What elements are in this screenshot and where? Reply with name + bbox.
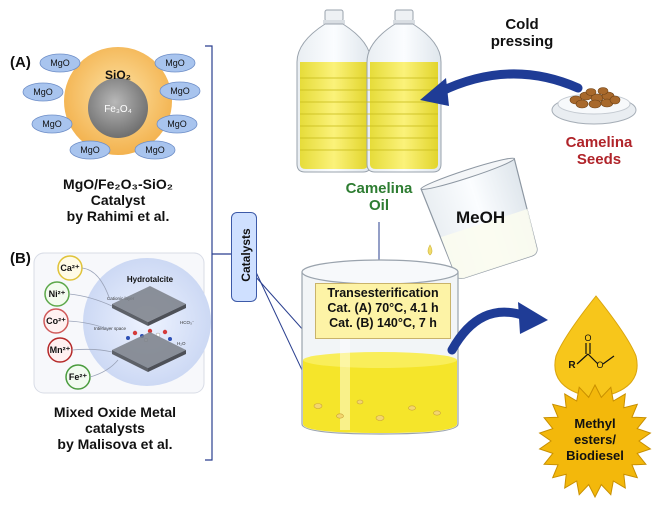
- cold-pressing-line-2: pressing: [490, 33, 554, 51]
- hydrotalcite-title: Hydrotalcite: [127, 275, 174, 284]
- panel-a-caption: MgO/Fe₂O₃-SiO₂ Catalyst by Rahimi et al.: [20, 176, 216, 224]
- mgo-particles: MgO MgO MgO MgO MgO MgO MgO MgO: [22, 53, 201, 160]
- cationic-layer-bottom: [112, 332, 186, 372]
- ion-fe: Fe²⁺: [65, 364, 91, 390]
- product-arrow-head: [518, 302, 548, 334]
- product-droplet-icon: R O O: [554, 295, 638, 399]
- svg-text:Ca²⁺: Ca²⁺: [60, 263, 80, 273]
- interlayer-label: Interlayer space: [94, 326, 127, 331]
- product-arrow: [447, 307, 530, 355]
- svg-text:Co²⁺: Co²⁺: [46, 316, 66, 326]
- svg-text:MgO: MgO: [165, 58, 185, 68]
- svg-text:MgO: MgO: [42, 119, 62, 129]
- panel-b-caption-line-3: by Malisova et al.: [57, 436, 173, 453]
- panel-b-caption-line-2: catalysts: [85, 420, 145, 437]
- svg-text:MgO: MgO: [33, 87, 53, 97]
- panel-b-label: (B): [10, 250, 31, 267]
- ion-ca: Ca²⁺: [57, 255, 83, 281]
- oil-bottle-icon: [296, 9, 442, 173]
- product-line-2: esters/: [574, 432, 616, 447]
- reaction-conditions-box: Transesterification Cat. (A) 70°C, 4.1 h…: [315, 283, 451, 339]
- panel-b-caption-line-1: Mixed Oxide Metal: [53, 404, 177, 420]
- anion-label: HCO₃⁻: [180, 320, 195, 325]
- hydrotalcite-illustration: Hydrotalcite Cationic layer Interlayer s…: [33, 252, 211, 394]
- water-label: H₂O: [177, 341, 186, 346]
- core-label: Fe₃O₄: [104, 104, 132, 115]
- beaker-icon: [420, 157, 538, 280]
- panel-a-label: (A): [10, 54, 31, 71]
- oil-line-1: Camelina: [345, 180, 413, 197]
- svg-text:Fe²⁺: Fe²⁺: [69, 372, 88, 382]
- ion-ni: Ni²⁺: [44, 281, 70, 307]
- mgo-particle: MgO: [159, 81, 201, 101]
- atom-o-side: O: [596, 360, 603, 370]
- cationic-layer-label: Cationic layer: [107, 296, 135, 301]
- atom-o-top: O: [584, 333, 591, 343]
- oil-line-2: Oil: [368, 197, 389, 215]
- seeds-line-2: Seeds: [576, 151, 622, 169]
- pressing-arrow-head: [420, 78, 449, 106]
- svg-text:MgO: MgO: [145, 145, 165, 155]
- svg-text:MgO: MgO: [167, 119, 187, 129]
- reaction-title: Transesterification: [327, 286, 439, 300]
- methanol-label: MeOH: [456, 208, 506, 227]
- atom-r: R: [568, 360, 576, 371]
- panel-a-caption-line-2: Catalyst: [90, 192, 146, 209]
- cold-pressing-label: Cold pressing: [474, 16, 570, 51]
- shell-label: SiO₂: [105, 68, 131, 82]
- catalysts-label: Catalysts: [239, 228, 253, 282]
- reaction-condition-b: Cat. (B) 140°C, 7 h: [329, 316, 437, 330]
- ion-co: Co²⁺: [43, 308, 69, 334]
- catalyst-bracket: [205, 45, 213, 461]
- svg-text:MgO: MgO: [170, 86, 190, 96]
- mgo-particle: MgO: [154, 53, 196, 73]
- oil-label: Camelina Oil: [330, 180, 428, 215]
- seeds-label: Camelina Seeds: [551, 134, 647, 169]
- mgo-particle: MgO: [156, 114, 198, 134]
- seed-dish-icon: [551, 87, 637, 125]
- pressing-arrow: [435, 69, 583, 97]
- cold-pressing-line-1: Cold: [505, 16, 539, 33]
- svg-text:Ni²⁺: Ni²⁺: [49, 289, 66, 299]
- product-line-3: Biodiesel: [566, 448, 624, 463]
- mgo-particle: MgO: [39, 53, 81, 73]
- catalysts-box: Catalysts: [231, 212, 257, 302]
- svg-text:MgO: MgO: [80, 145, 100, 155]
- svg-text:MgO: MgO: [50, 58, 70, 68]
- seeds-line-1: Camelina: [565, 134, 633, 151]
- mgo-particle: MgO: [69, 140, 111, 160]
- mgo-particle: MgO: [22, 82, 64, 102]
- mgo-particle: MgO: [31, 114, 73, 134]
- panel-a-caption-line-3: by Rahimi et al.: [66, 208, 170, 225]
- reaction-condition-a: Cat. (A) 70°C, 4.1 h: [327, 301, 439, 315]
- product-line-1: Methyl: [574, 416, 615, 431]
- panel-b-caption: Mixed Oxide Metal catalysts by Malisova …: [15, 404, 215, 452]
- sunburst-badge-icon: [538, 383, 652, 499]
- ion-mn: Mn²⁺: [47, 337, 73, 363]
- svg-text:Mn²⁺: Mn²⁺: [50, 345, 71, 355]
- core-shell-particle: SiO₂ Fe₃O₄: [64, 47, 172, 155]
- cationic-layer-top: [112, 286, 186, 326]
- mgo-particle: MgO: [134, 140, 176, 160]
- panel-a-caption-line-1: MgO/Fe₂O₃-SiO₂: [63, 176, 173, 192]
- ion-connectors: [67, 267, 119, 378]
